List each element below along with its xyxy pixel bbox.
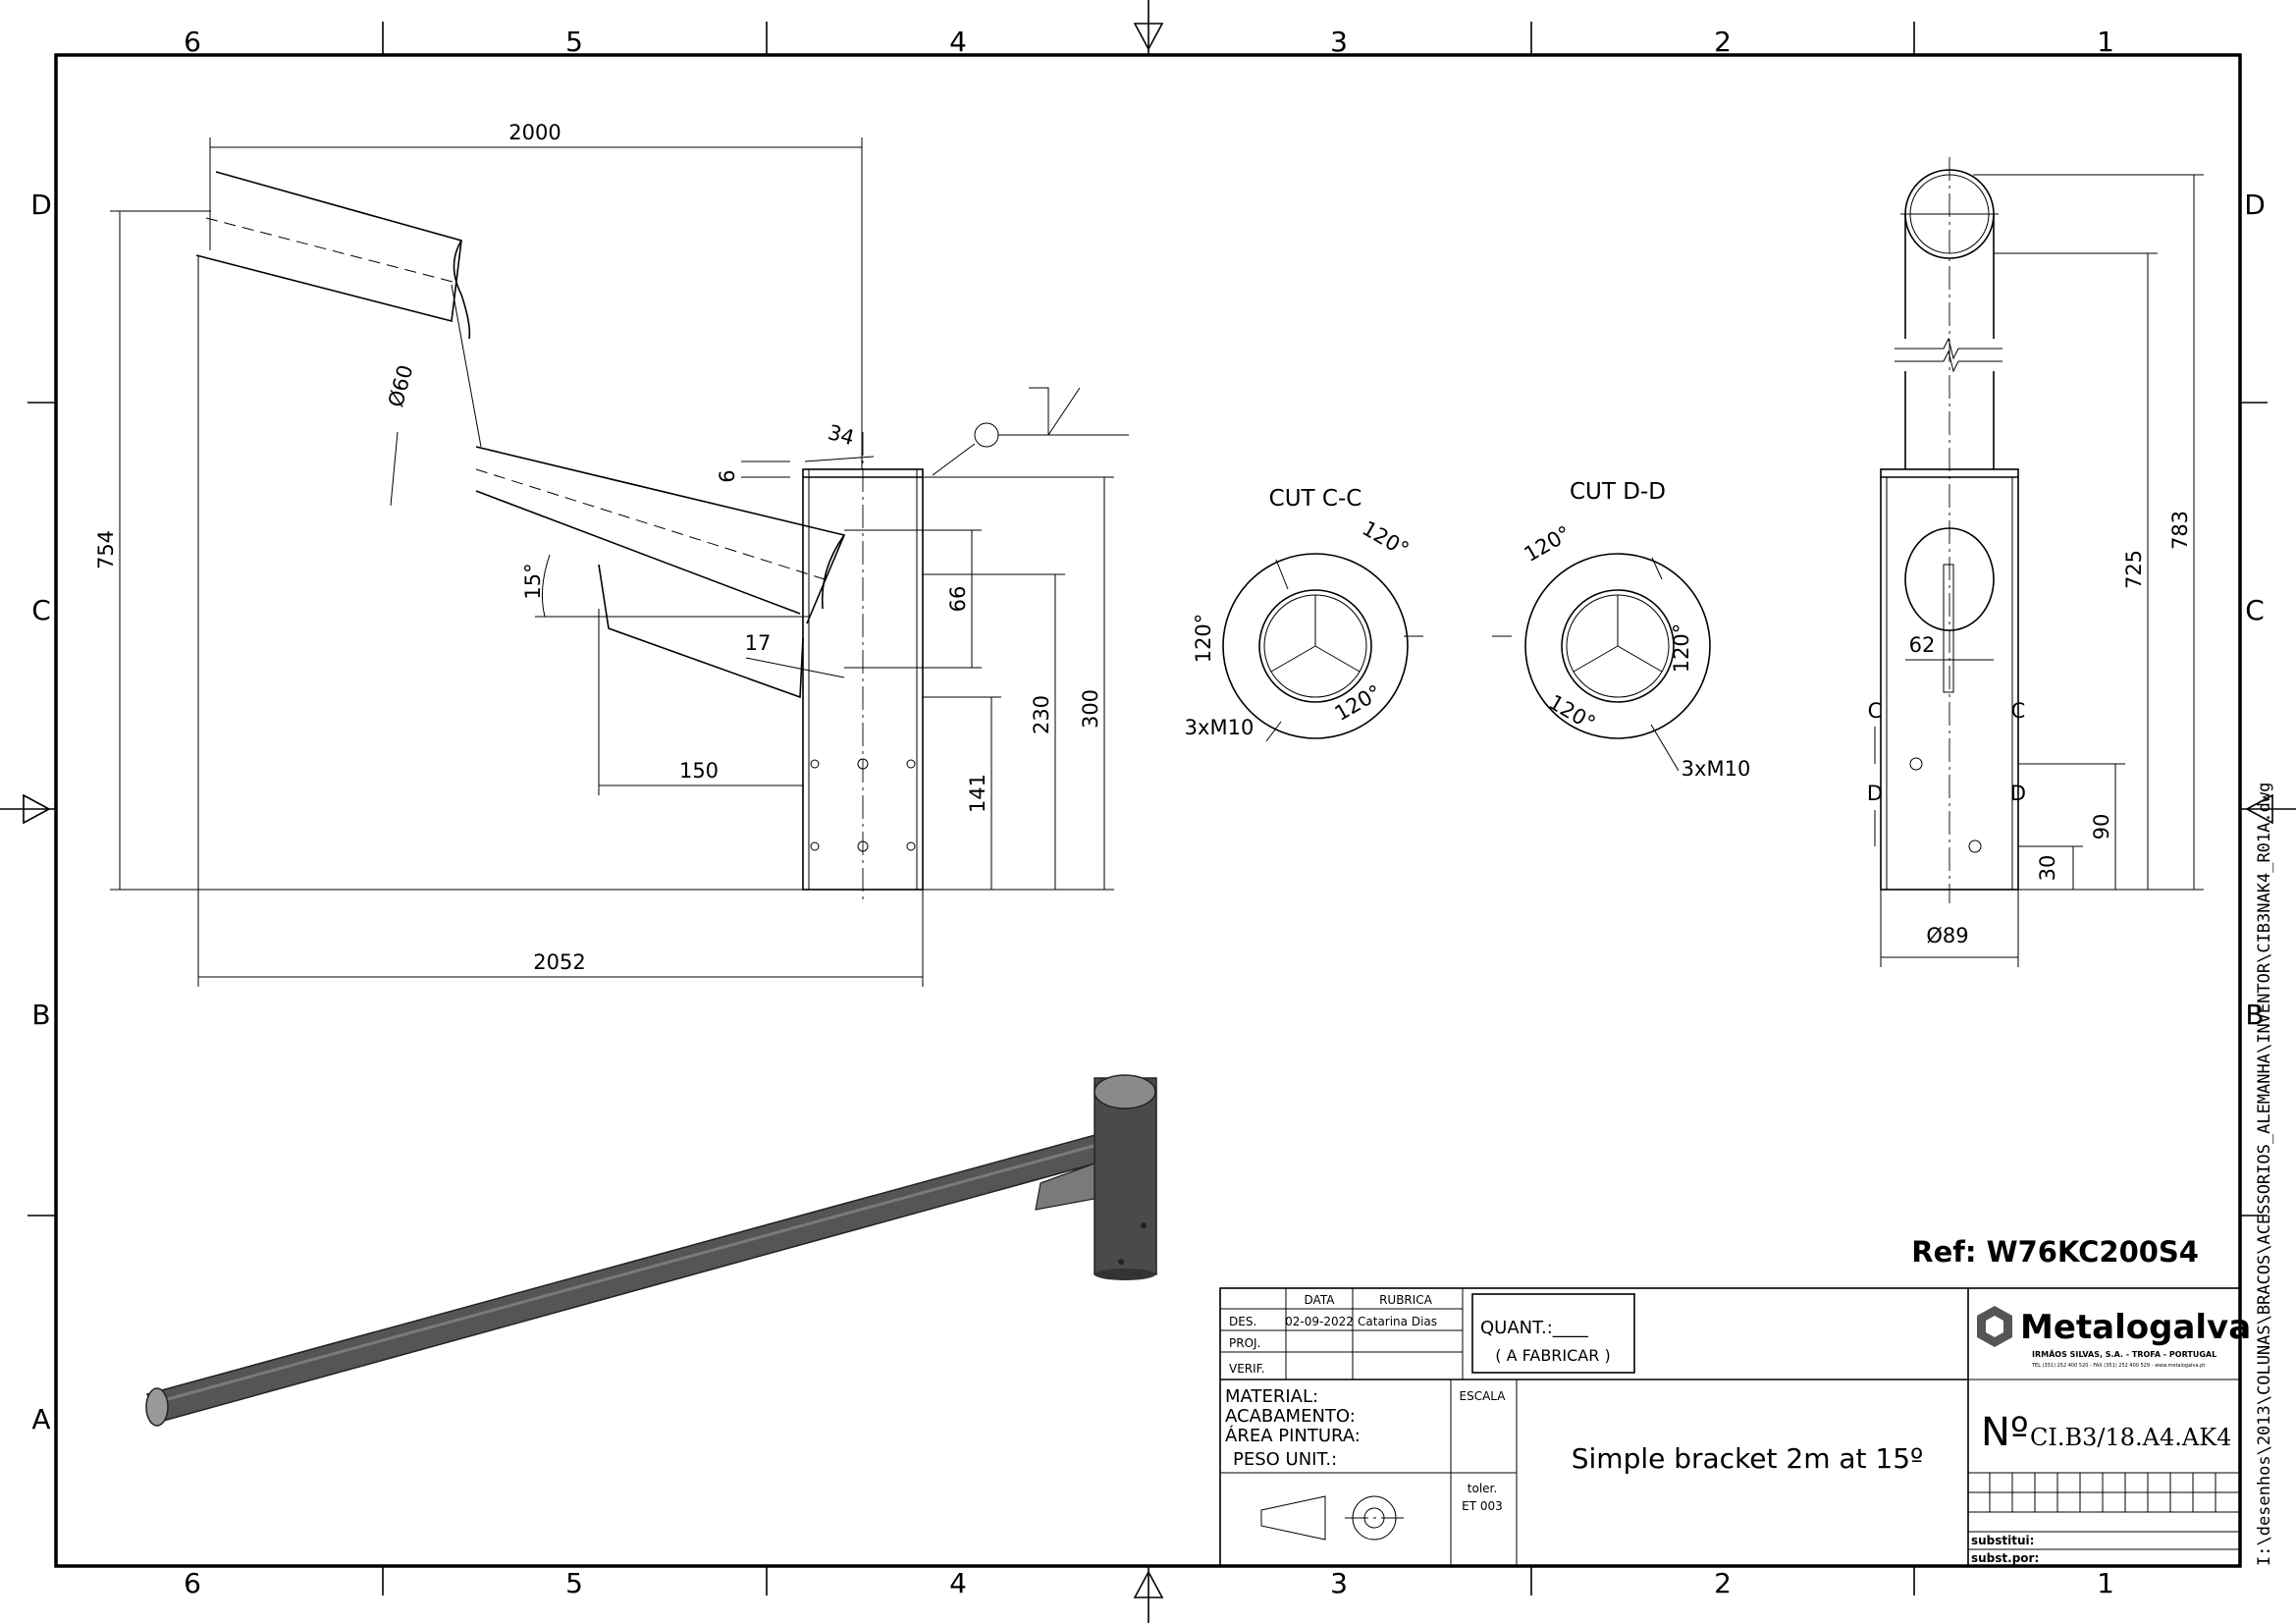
drawing-number-prefix: Nº [1981, 1410, 2029, 1455]
drawing-title: Simple bracket 2m at 15º [1572, 1442, 1924, 1475]
dim-754: 754 [94, 530, 118, 569]
section-c-right: C [2011, 699, 2026, 723]
cut-dd-angle-2: 120° [1670, 623, 1693, 674]
tb-row-verif: VERIF. [1229, 1362, 1264, 1376]
drawing-number: CI.B3/18.A4.AK4 [2030, 1424, 2231, 1451]
section-c-left: C [1868, 699, 1883, 723]
dim-6: 6 [716, 469, 739, 482]
dim-230: 230 [1030, 695, 1053, 734]
zone-col-3-bottom: 3 [1330, 1567, 1348, 1599]
cut-d-d: CUT D-D 120° 120° 120° 3xM10 [1492, 479, 1750, 781]
zone-col-6-top: 6 [184, 26, 201, 58]
side-dim-dia-89: Ø89 [1926, 924, 1968, 947]
tb-peso-unit: PESO UNIT.: [1233, 1449, 1337, 1470]
zone-row-b-right: B [2245, 999, 2264, 1031]
tb-substitui: substitui: [1971, 1534, 2034, 1547]
dim-34: 34 [826, 420, 857, 450]
side-dim-90: 90 [2090, 814, 2113, 840]
side-dim-725: 725 [2122, 550, 2146, 589]
cut-cc-angle-2: 120° [1192, 614, 1215, 664]
zone-col-1-top: 1 [2097, 26, 2114, 58]
title-block: DATA RUBRICA DES. PROJ. VERIF. 02-09-202… [1219, 1287, 2251, 1567]
zone-row-a-left: A [31, 1403, 50, 1435]
side-view: C C D D 62 725 783 90 30 Ø89 [1867, 157, 2204, 967]
dim-17: 17 [745, 631, 772, 655]
tb-escala: ESCALA [1460, 1389, 1507, 1403]
dim-dia-60: Ø60 [384, 362, 417, 409]
dim-66: 66 [946, 586, 970, 613]
cut-dd-bolts: 3xM10 [1682, 757, 1751, 781]
dim-141: 141 [966, 774, 989, 813]
cut-cc-title: CUT C-C [1269, 486, 1362, 512]
dim-300: 300 [1079, 689, 1102, 729]
cut-dd-title: CUT D-D [1570, 479, 1666, 505]
zone-col-1-bottom: 1 [2097, 1567, 2114, 1599]
cut-dd-angle-3: 120° [1545, 690, 1600, 735]
zone-col-6-bottom: 6 [184, 1567, 201, 1599]
front-view: 2000 2052 754 Ø60 34 6 15° 17 66 1 [94, 121, 1129, 987]
dim-150: 150 [679, 759, 719, 783]
cut-c-c: CUT C-C 120° 120° 120° 3xM10 [1185, 486, 1423, 742]
zone-row-c-right: C [2245, 594, 2265, 626]
dim-2052: 2052 [533, 950, 585, 974]
zone-col-2-bottom: 2 [1714, 1567, 1732, 1599]
zone-row-c-left: C [31, 594, 51, 626]
cut-cc-angle-1: 120° [1359, 516, 1414, 562]
zone-col-2-top: 2 [1714, 26, 1732, 58]
file-path: I:\desenhos\2013\COLUNAS\BRACOS\ACESSORI… [2255, 783, 2274, 1566]
zone-col-3-top: 3 [1330, 26, 1348, 58]
dim-2000: 2000 [508, 121, 561, 144]
side-dim-30: 30 [2036, 855, 2059, 882]
iso-render [145, 1074, 1157, 1427]
tb-subst-por: subst.por: [1971, 1551, 2039, 1565]
projection-symbol-icon [1260, 1495, 1404, 1541]
cut-cc-angle-3: 120° [1331, 680, 1386, 726]
tb-a-fabricar: ( A FABRICAR ) [1495, 1346, 1610, 1365]
tb-des-date: 02-09-2022 [1285, 1315, 1354, 1328]
zone-col-4-top: 4 [949, 26, 967, 58]
tb-row-proj: PROJ. [1229, 1336, 1260, 1350]
zone-row-d-left: D [30, 189, 52, 221]
dim-angle-15: 15° [521, 563, 545, 599]
tb-area-pintura: ÁREA PINTURA: [1225, 1425, 1361, 1446]
brand-contact: TEL (351) 252 400 520 - FAX (351) 252 40… [2031, 1363, 2205, 1369]
zone-row-b-left: B [31, 999, 50, 1031]
zone-labels: 6 5 4 3 2 1 6 5 4 3 2 1 D C B A D C B [30, 26, 2266, 1599]
tb-col-rubrica: RUBRICA [1379, 1293, 1433, 1307]
section-d-right: D [2010, 782, 2026, 805]
tb-quant: QUANT.:____ [1480, 1318, 1589, 1338]
cut-cc-bolts: 3xM10 [1185, 716, 1255, 739]
zone-col-4-bottom: 4 [949, 1567, 967, 1599]
brand-name: Metalogalva [2020, 1308, 2251, 1347]
section-d-left: D [1867, 782, 1883, 805]
tb-row-des: DES. [1229, 1315, 1256, 1328]
tb-des-name: Catarina Dias [1358, 1315, 1437, 1328]
brand-sub: IRMÃOS SILVAS, S.A. - TROFA - PORTUGAL [2032, 1349, 2216, 1359]
tb-material: MATERIAL: [1225, 1386, 1318, 1407]
zone-row-d-right: D [2244, 189, 2266, 221]
zone-col-5-top: 5 [565, 26, 583, 58]
reference-code: Ref: W76KC200S4 [1911, 1235, 2199, 1269]
tb-acabamento: ACABAMENTO: [1225, 1406, 1356, 1427]
tb-toler: toler. [1468, 1482, 1497, 1495]
side-dim-783: 783 [2168, 511, 2192, 550]
side-dim-62: 62 [1909, 633, 1936, 657]
tb-et: ET 003 [1462, 1499, 1503, 1513]
tb-col-data: DATA [1305, 1293, 1336, 1307]
cut-dd-angle-1: 120° [1521, 521, 1575, 567]
zone-col-5-bottom: 5 [565, 1567, 583, 1599]
metalogalva-logo-icon [1977, 1306, 2012, 1347]
